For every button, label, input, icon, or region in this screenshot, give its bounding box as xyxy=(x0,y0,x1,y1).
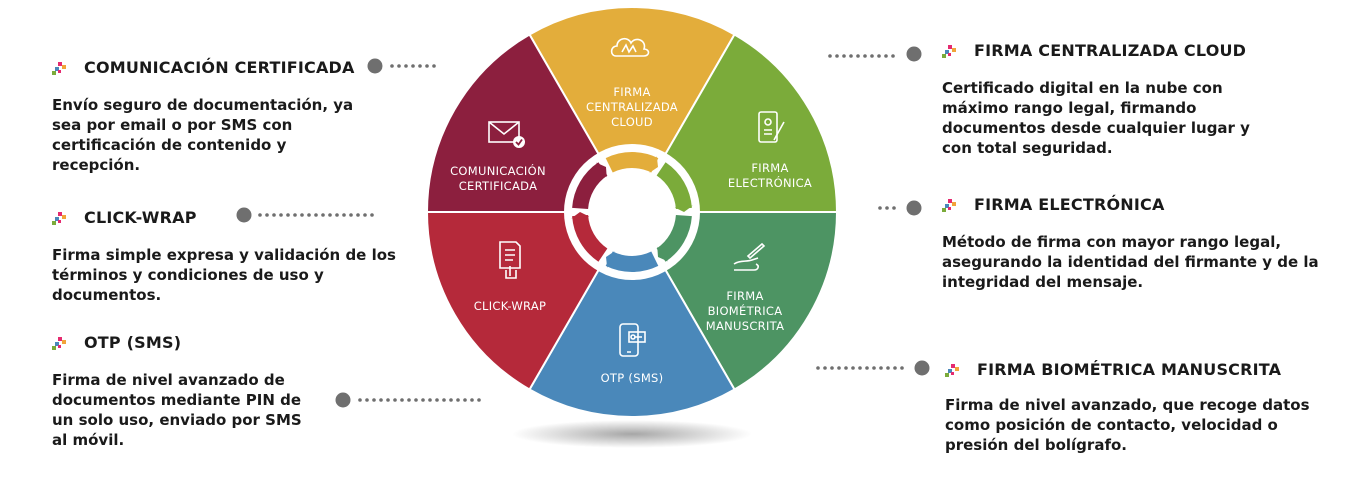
connector-electronica xyxy=(878,200,922,216)
item-clickwrap: CLICK-WRAP Firma simple expresa y valida… xyxy=(52,208,412,305)
document-click-icon xyxy=(499,241,521,279)
connector-cloud xyxy=(828,46,922,62)
pixel-bullet-icon xyxy=(942,198,956,212)
segment-label-otp: OTP (SMS) xyxy=(601,371,664,385)
pixel-bullet-icon xyxy=(942,44,956,58)
wheel-shadow xyxy=(512,420,752,448)
connector-otp xyxy=(335,392,481,408)
item-description: Firma de nivel avanzado de documentos me… xyxy=(52,371,302,449)
pixel-bullet-icon xyxy=(52,211,66,225)
segment-label-clickwrap: CLICK-WRAP xyxy=(474,299,547,313)
item-title: FIRMA ELECTRÓNICA xyxy=(974,195,1165,214)
item-title: CLICK-WRAP xyxy=(84,208,197,227)
pixel-bullet-icon xyxy=(52,336,66,350)
connector-comunicacion xyxy=(367,58,436,74)
item-description: Envío seguro de documentación, ya sea po… xyxy=(52,96,354,174)
item-electronica: FIRMA ELECTRÓNICA Método de firma con ma… xyxy=(942,195,1337,292)
item-cloud: FIRMA CENTRALIZADA CLOUD Certificado dig… xyxy=(942,41,1262,158)
wheel-segment-otp: OTP (SMS) xyxy=(528,210,736,418)
item-title: FIRMA CENTRALIZADA CLOUD xyxy=(974,41,1247,60)
hand-pen-icon xyxy=(733,242,766,271)
envelope-check-icon xyxy=(488,121,525,148)
phone-key-icon xyxy=(619,323,646,357)
connector-clickwrap xyxy=(236,207,374,223)
item-title: OTP (SMS) xyxy=(84,333,182,352)
connector-biometrica xyxy=(816,360,930,376)
mobile-signature-icon xyxy=(758,111,785,143)
item-otp: OTP (SMS) Firma de nivel avanzado de doc… xyxy=(52,333,312,450)
item-description: Firma simple expresa y validación de los… xyxy=(52,246,396,304)
item-biometrica: FIRMA BIOMÉTRICA MANUSCRITA Firma de niv… xyxy=(945,360,1330,455)
item-description: Firma de nivel avanzado, que recoge dato… xyxy=(945,396,1310,454)
item-description: Certificado digital en la nube con máxim… xyxy=(942,79,1250,157)
item-comunicacion: COMUNICACIÓN CERTIFICADA Envío seguro de… xyxy=(52,58,372,175)
center-cycle-ring xyxy=(564,144,700,280)
item-title: FIRMA BIOMÉTRICA MANUSCRITA xyxy=(977,360,1282,379)
pixel-bullet-icon xyxy=(52,61,66,75)
pixel-bullet-icon xyxy=(945,363,959,377)
cloud-signature-icon xyxy=(610,37,650,57)
item-title: COMUNICACIÓN CERTIFICADA xyxy=(84,58,355,77)
item-description: Método de firma con mayor rango legal, a… xyxy=(942,233,1319,291)
